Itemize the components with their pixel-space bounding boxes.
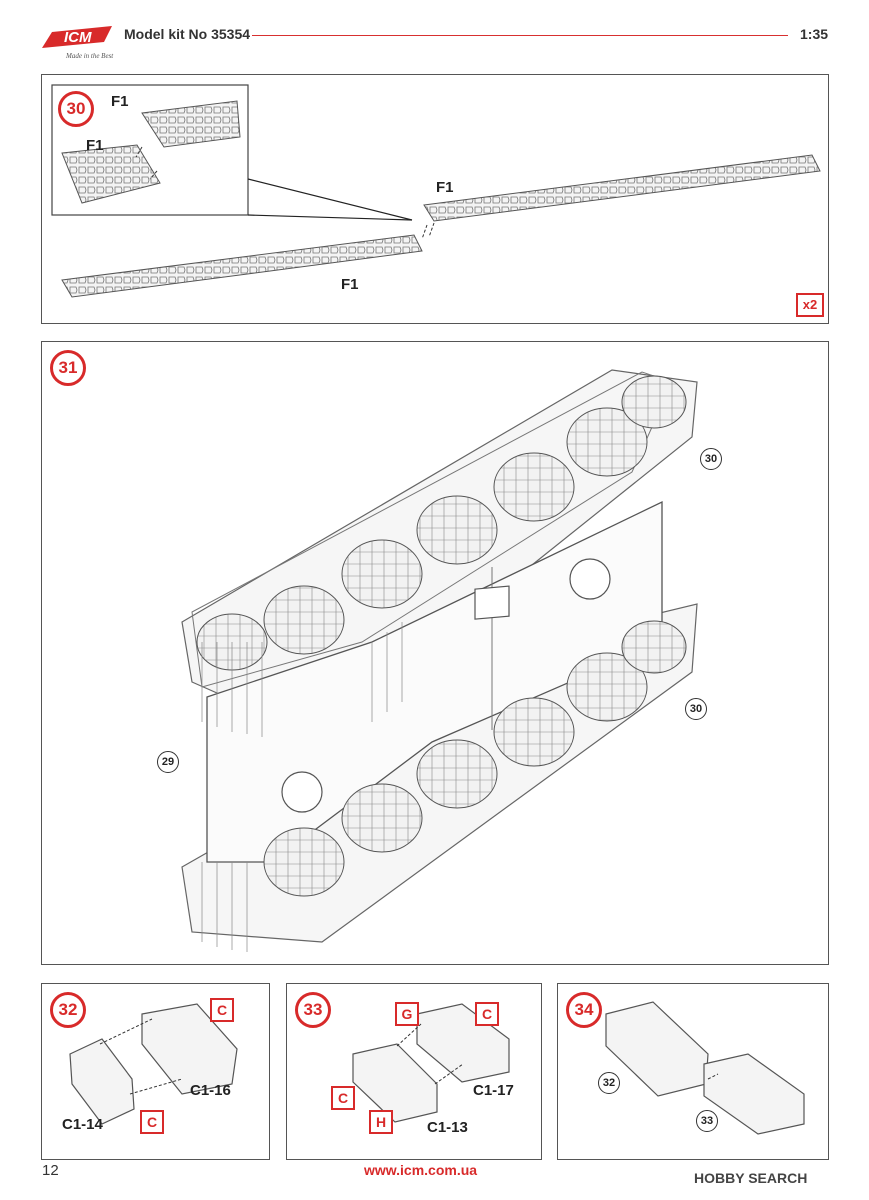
ref-step-29: 29 xyxy=(157,751,179,773)
hull-tracks-illustration xyxy=(181,369,698,952)
track-assembly-illustration xyxy=(51,84,821,298)
part-label-c1-17: C1-17 xyxy=(473,1082,514,1099)
website-link[interactable]: www.icm.com.ua xyxy=(364,1162,478,1178)
ref-step-30-upper: 30 xyxy=(700,448,722,470)
header-rule xyxy=(252,35,788,36)
multiplier-badge: x2 xyxy=(796,293,824,317)
step-34-number: 34 xyxy=(566,992,602,1028)
step-31-panel: 31 30 30 29 xyxy=(41,341,829,965)
step-34-panel: 34 32 33 xyxy=(557,983,829,1160)
paint-code-c-bottom: C xyxy=(140,1110,164,1134)
page-number: 12 xyxy=(42,1162,59,1179)
paint-code-c-left: C xyxy=(331,1086,355,1110)
part-label-f1-lower: F1 xyxy=(341,276,359,293)
paint-code-c-top: C xyxy=(210,998,234,1022)
ref-step-32: 32 xyxy=(598,1072,620,1094)
part-label-c1-14: C1-14 xyxy=(62,1116,103,1133)
ref-step-33: 33 xyxy=(696,1110,718,1132)
step-32-panel: 32 C C1-16 C1-14 C xyxy=(41,983,270,1160)
step-32-number: 32 xyxy=(50,992,86,1028)
ref-step-30-lower: 30 xyxy=(685,698,707,720)
part-label-c1-16: C1-16 xyxy=(190,1082,231,1099)
part-label-f1-inset-left: F1 xyxy=(86,137,104,154)
brand-logo-text: ICM xyxy=(64,29,92,46)
part-label-f1-inset-top: F1 xyxy=(111,93,129,110)
scale-label: 1:35 xyxy=(800,26,829,42)
hobby-search-watermark: HOBBY SEARCH xyxy=(694,1170,808,1186)
step-30-panel: 30 F1 F1 F1 F1 x2 xyxy=(41,74,829,324)
step-30-number: 30 xyxy=(58,91,94,127)
step-31-number: 31 xyxy=(50,350,86,386)
part-label-c1-13: C1-13 xyxy=(427,1119,468,1136)
paint-code-g: G xyxy=(395,1002,419,1026)
step-34-illustration xyxy=(605,1001,805,1135)
brand-tagline: Made in the Best xyxy=(65,52,114,60)
kit-number: Model kit No 35354 xyxy=(124,26,251,42)
step-33-number: 33 xyxy=(295,992,331,1028)
step-32-illustration xyxy=(69,1003,238,1125)
icm-logo: ICM Made in the Best xyxy=(38,18,118,62)
step-33-illustration xyxy=(352,1003,510,1123)
paint-code-c-top: C xyxy=(475,1002,499,1026)
paint-code-h: H xyxy=(369,1110,393,1134)
step-33-panel: 33 G C C1-17 C H C1-13 xyxy=(286,983,542,1160)
part-label-f1-upper: F1 xyxy=(436,179,454,196)
